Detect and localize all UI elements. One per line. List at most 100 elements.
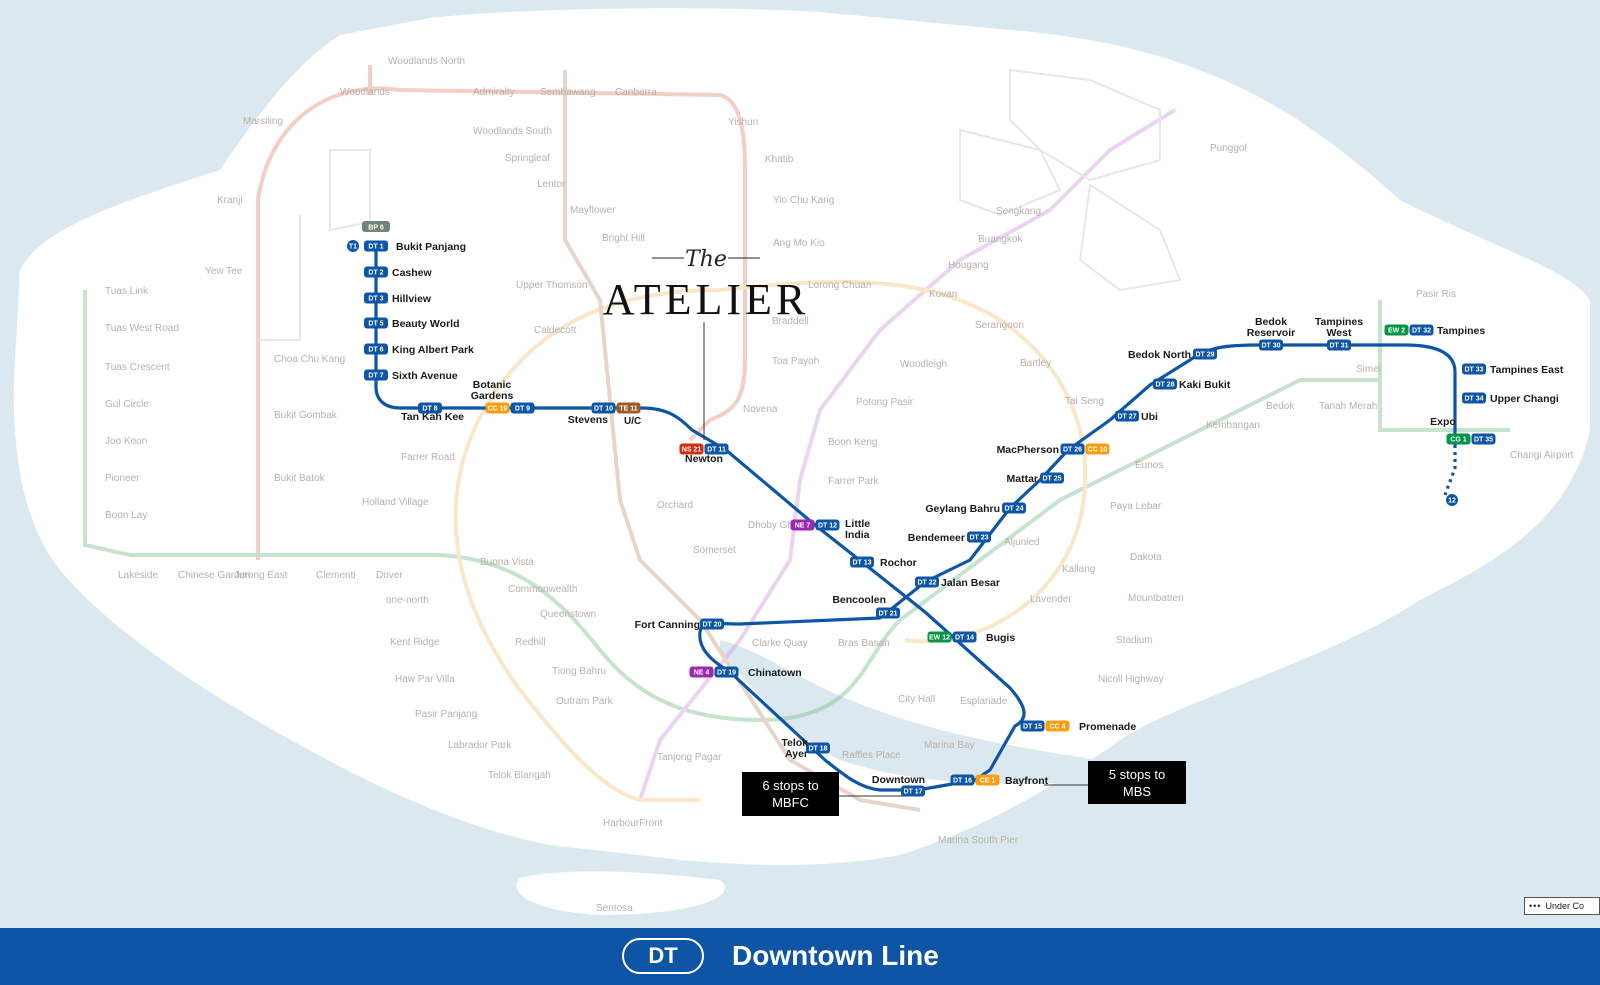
svg-text:Gul Circle: Gul Circle bbox=[105, 399, 149, 410]
svg-text:Pasir Panjang: Pasir Panjang bbox=[415, 709, 477, 720]
svg-text:Ang Mo Kio: Ang Mo Kio bbox=[773, 238, 825, 249]
faded-station-labels: Woodlands North Woodlands Admiralty Semb… bbox=[105, 56, 1574, 914]
station-code: CE 1 bbox=[980, 778, 996, 785]
station-code-badge bbox=[485, 402, 510, 414]
station-code-badge bbox=[364, 266, 388, 278]
station-name: Chinatown bbox=[748, 667, 802, 679]
station-code: CC 19 bbox=[488, 406, 508, 413]
svg-text:Boon Lay: Boon Lay bbox=[105, 510, 147, 521]
svg-text:Upper Thomson: Upper Thomson bbox=[516, 280, 588, 291]
station-code: DT 1 bbox=[368, 244, 383, 251]
svg-text:12: 12 bbox=[1448, 498, 1456, 505]
station-code-badge bbox=[901, 785, 925, 797]
downtown-line-extension bbox=[1443, 445, 1457, 496]
svg-text:Sembawang: Sembawang bbox=[540, 87, 596, 98]
line-code-badge: DT bbox=[622, 938, 704, 974]
svg-text:Woodleigh: Woodleigh bbox=[900, 359, 947, 370]
uc-label: U/C bbox=[624, 416, 641, 427]
station-name: Beauty World bbox=[392, 318, 459, 330]
station-code-badge bbox=[790, 519, 815, 531]
station-code-badge bbox=[364, 240, 388, 252]
station-name: Tan Kah Kee bbox=[401, 411, 464, 423]
station-code: DT 32 bbox=[1412, 328, 1431, 335]
svg-text:Holland Village: Holland Village bbox=[362, 497, 429, 508]
station-code: DT 28 bbox=[1155, 382, 1174, 389]
station-name: Fort Canning bbox=[635, 619, 700, 631]
svg-text:Esplanade: Esplanade bbox=[960, 696, 1008, 707]
svg-text:Joo Koon: Joo Koon bbox=[105, 436, 147, 447]
station-name: Expo bbox=[1430, 416, 1456, 428]
station-name: Downtown bbox=[872, 774, 925, 786]
svg-text:Paya Lebar: Paya Lebar bbox=[1110, 501, 1162, 512]
station-code: DT 9 bbox=[515, 406, 530, 413]
station-code: DT 31 bbox=[1329, 343, 1348, 350]
svg-text:Canberra: Canberra bbox=[615, 87, 657, 98]
dotted-line-icon: ••• bbox=[1529, 901, 1542, 911]
station-name: Stevens bbox=[568, 414, 608, 426]
svg-text:Bedok: Bedok bbox=[1266, 401, 1295, 412]
svg-text:Farrer Road: Farrer Road bbox=[401, 452, 455, 463]
svg-text:City Hall: City Hall bbox=[898, 694, 935, 705]
station-code-badge bbox=[1085, 443, 1110, 455]
svg-text:Boon Keng: Boon Keng bbox=[828, 437, 878, 448]
station-code-badge bbox=[915, 576, 939, 588]
station-code: DT 35 bbox=[1474, 437, 1493, 444]
svg-text:Springleaf: Springleaf bbox=[505, 153, 550, 164]
station-code-badge bbox=[927, 631, 952, 643]
station-code-badge bbox=[850, 556, 874, 568]
station-code: DT 2 bbox=[368, 270, 383, 277]
station-code-badge bbox=[510, 402, 535, 414]
svg-text:one-north: one-north bbox=[386, 595, 429, 606]
svg-text:Woodlands North: Woodlands North bbox=[388, 56, 465, 67]
station-code-badge bbox=[1259, 339, 1283, 351]
svg-text:Tai Seng: Tai Seng bbox=[1065, 396, 1104, 407]
station-name: Bayfront bbox=[1005, 775, 1049, 787]
svg-text:Braddell: Braddell bbox=[772, 316, 809, 327]
svg-text:Lakeside: Lakeside bbox=[118, 570, 158, 581]
station-code-badge bbox=[591, 402, 616, 414]
station-name: Tampines East bbox=[1490, 364, 1564, 376]
station-name: MacPherson bbox=[997, 444, 1059, 456]
station-name: Geylang Bahru bbox=[925, 503, 1000, 515]
svg-text:Bartley: Bartley bbox=[1020, 358, 1051, 369]
svg-text:Woodlands South: Woodlands South bbox=[473, 126, 552, 137]
svg-text:Nicoll Highway: Nicoll Highway bbox=[1098, 674, 1164, 685]
station-code-badge bbox=[1020, 720, 1045, 732]
svg-text:Yishun: Yishun bbox=[728, 117, 758, 128]
station-code: DT 24 bbox=[1004, 506, 1023, 513]
extension-end-badge: 12 bbox=[1446, 494, 1458, 506]
station-name: Upper Changi bbox=[1490, 393, 1559, 405]
station-code: DT 12 bbox=[818, 523, 837, 530]
svg-text:Pasir Ris: Pasir Ris bbox=[1416, 289, 1456, 300]
station-code: DT 16 bbox=[953, 778, 972, 785]
svg-text:Marsiling: Marsiling bbox=[243, 116, 283, 127]
svg-text:Yio Chu Kang: Yio Chu Kang bbox=[773, 195, 834, 206]
svg-text:Simei: Simei bbox=[1356, 364, 1381, 375]
svg-text:Raffles Place: Raffles Place bbox=[842, 750, 901, 761]
svg-text:Tiong Bahru: Tiong Bahru bbox=[552, 666, 606, 677]
svg-text:Kembangan: Kembangan bbox=[1206, 420, 1260, 431]
svg-text:Mountbatten: Mountbatten bbox=[1128, 593, 1184, 604]
svg-text:Choa Chu Kang: Choa Chu Kang bbox=[274, 354, 345, 365]
svg-text:Buangkok: Buangkok bbox=[978, 234, 1023, 245]
station-code-badge bbox=[364, 317, 388, 329]
station-name: Cashew bbox=[392, 267, 433, 279]
station-code-badge bbox=[616, 402, 641, 414]
station-code: CG 1 bbox=[1450, 437, 1466, 444]
station-code: DT 15 bbox=[1023, 724, 1042, 731]
station-code-badge bbox=[806, 742, 830, 754]
